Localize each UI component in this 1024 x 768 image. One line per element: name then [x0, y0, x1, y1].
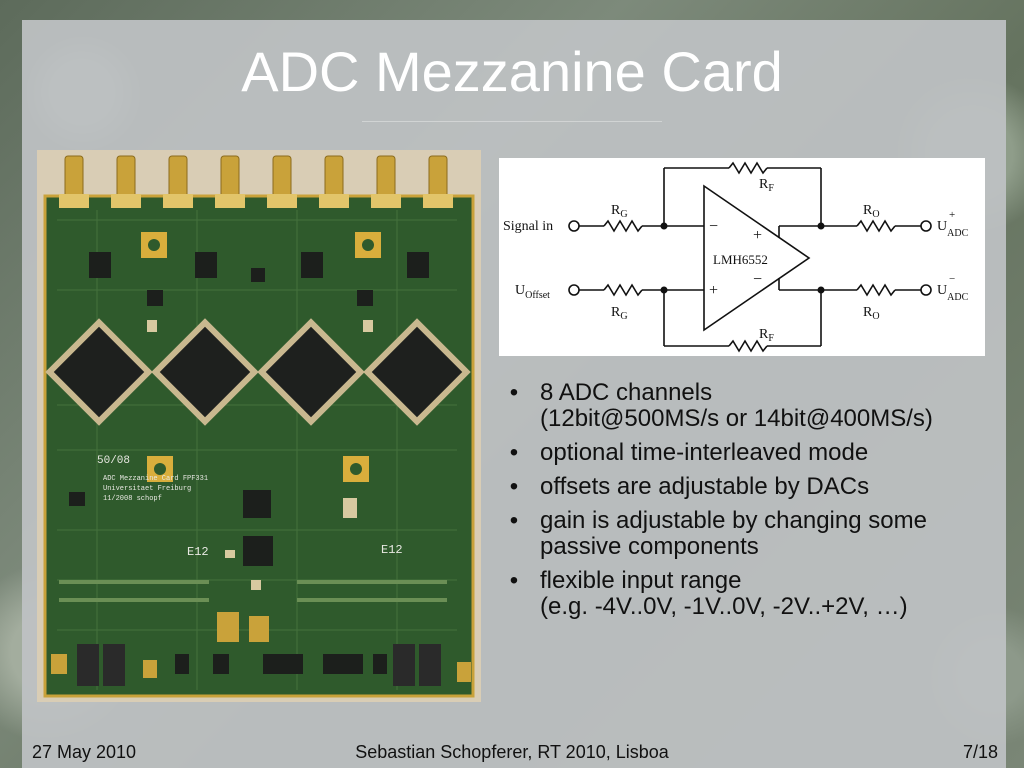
opamp-plus-bottom: + [709, 282, 718, 299]
footer-page-number: 7/18 [962, 742, 998, 762]
label-signal-in: Signal in [503, 219, 553, 234]
pcb-illustration: 50/08 ADC Mezzanine Card FPF331 Universi… [43, 155, 475, 698]
sma-connectors [59, 155, 453, 208]
tantalum-capacitors [51, 612, 471, 682]
bullet-dot: • [509, 439, 519, 466]
bullet-text: (12bit@500MS/s or 14bit@400MS/s) [540, 405, 933, 432]
label-opamp: LMH6552 [713, 252, 768, 267]
footer-date: 27 May 2010 [32, 742, 137, 762]
resistor-rg-bottom [603, 283, 643, 297]
feature-list: • 8 ADC channels (12bit@500MS/s or 14bit… [504, 380, 984, 628]
amplifier-chips [89, 252, 429, 306]
circuit-schematic: Signal in UOffset RG RG RF RF RO RO LMH6… [503, 161, 969, 353]
bullet-text: offsets are adjustable by DACs [540, 473, 870, 500]
label-u-adc-plus: UADC [937, 219, 969, 239]
footer-author: Sebastian Schopferer, RT 2010, Lisboa [355, 742, 669, 762]
label-rg-bottom: RG [611, 305, 628, 322]
opamp-plus-out: + [753, 227, 762, 244]
bullet-text: gain is adjustable by changing some [540, 507, 927, 534]
pcb-label-e12-right: E12 [381, 543, 403, 557]
inductors [77, 644, 441, 686]
opamp-minus-out: − [753, 271, 762, 288]
resistor-ro-top [856, 219, 896, 233]
bullet-text: optional time-interleaved mode [540, 439, 869, 466]
via-rows [59, 580, 447, 602]
bullet-dot: • [509, 507, 519, 534]
bullet-text: flexible input range [540, 567, 742, 594]
resistor-rg-top [603, 219, 643, 233]
bullet-dot: • [509, 567, 519, 594]
terminal-signal-in [568, 220, 580, 232]
junctions [660, 222, 825, 294]
list-item: • gain is adjustable by changing some pa… [504, 508, 984, 560]
label-ro-top: RO [863, 203, 880, 220]
adc-chips [45, 318, 471, 426]
bullet-text: passive components [540, 533, 759, 560]
pcb-label-batch: 50/08 [97, 455, 130, 467]
bullet-dot: • [509, 473, 519, 500]
label-u-offset: UOffset [515, 283, 550, 301]
label-rf-bottom: RF [759, 327, 774, 344]
bullet-text: (e.g. -4V..0V, -1V..0V, -2V..+2V, …) [540, 593, 908, 620]
bullet-dot: • [509, 379, 519, 406]
list-item: • flexible input range (e.g. -4V..0V, -1… [504, 568, 984, 620]
terminal-adc-plus [920, 220, 932, 232]
label-adc-plus-sign: + [949, 209, 955, 221]
pcb-label-date: 11/2008 schopf [103, 495, 162, 503]
resistor-ro-bottom [856, 283, 896, 297]
title-divider [362, 121, 662, 122]
passive-components [147, 320, 373, 590]
label-u-adc-minus: UADC [937, 283, 969, 303]
opamp-triangle [703, 184, 811, 332]
label-rf-top: RF [759, 177, 774, 194]
label-ro-bottom: RO [863, 305, 880, 322]
terminal-adc-minus [920, 284, 932, 296]
label-adc-minus-sign: − [949, 273, 955, 285]
slide-title: ADC Mezzanine Card [241, 40, 783, 103]
resistor-rf-top [728, 161, 768, 175]
terminal-offset [568, 284, 580, 296]
pcb-label-name: ADC Mezzanine Card FPF331 [103, 475, 208, 483]
resistor-rf-bottom [728, 339, 768, 353]
pcb-label-e12-left: E12 [187, 545, 209, 559]
amplifier-circuit-diagram: Signal in UOffset RG RG RF RF RO RO LMH6… [499, 158, 985, 356]
label-rg-top: RG [611, 203, 628, 220]
pcb-label-university: Universitaet Freiburg [103, 485, 191, 493]
pcb-photo: 50/08 ADC Mezzanine Card FPF331 Universi… [37, 150, 481, 702]
bullet-text: 8 ADC channels [540, 379, 713, 406]
mounting-pads [141, 232, 381, 482]
opamp-minus-top: − [709, 218, 718, 235]
list-item: • optional time-interleaved mode [504, 440, 984, 466]
list-item: • 8 ADC channels (12bit@500MS/s or 14bit… [504, 380, 984, 432]
list-item: • offsets are adjustable by DACs [504, 474, 984, 500]
dac-chips [69, 490, 273, 566]
